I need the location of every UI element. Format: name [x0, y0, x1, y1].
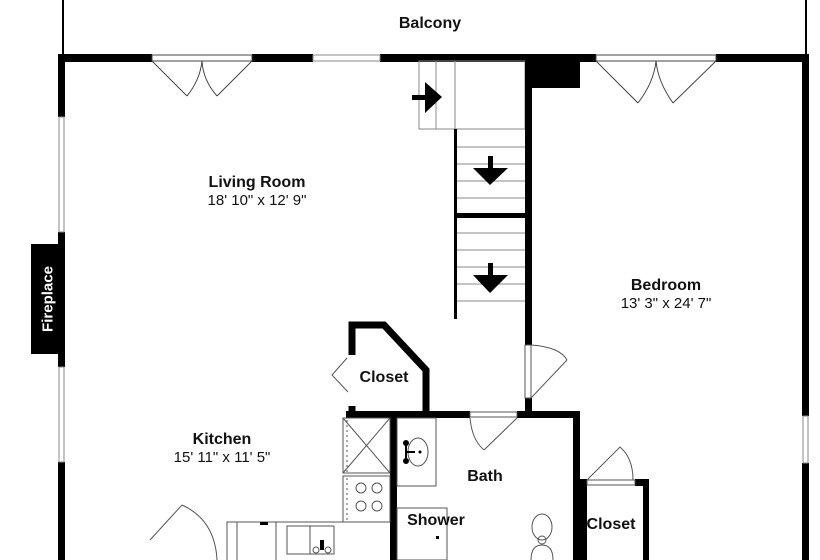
room-label-bath: Bath: [467, 468, 503, 485]
room-name: Living Room: [208, 174, 306, 191]
room-kitchen: Kitchen 15' 11" x 11' 5": [132, 430, 312, 467]
faucet-icon: [403, 440, 439, 539]
room-dimensions: 15' 11" x 11' 5": [173, 449, 271, 466]
room-name: Bedroom: [630, 277, 702, 294]
stair-arrow-down-icon: [473, 263, 508, 293]
room-bedroom: Bedroom 13' 3" x 24' 7": [576, 276, 756, 313]
bath-walls: [346, 411, 580, 560]
room-label-closet-hall: Closet: [359, 369, 409, 386]
room-label-shower: Shower: [407, 512, 465, 529]
bath-fixtures: [396, 417, 554, 560]
closet-hall-door: [331, 357, 349, 393]
stair-arrow-right-icon: [412, 82, 442, 113]
fireplace: Fireplace: [31, 244, 64, 354]
bedroom-wall: [525, 54, 532, 414]
room-name: Kitchen: [192, 431, 252, 448]
french-door-living: [151, 54, 253, 97]
room-label-closet-bedroom: Closet: [586, 516, 636, 533]
room-dimensions: 18' 10" x 12' 9": [207, 192, 307, 209]
balcony-outline: [62, 0, 807, 56]
bedroom-door: [524, 344, 568, 399]
windows: [58, 54, 809, 464]
room-dimensions: 13' 3" x 24' 7": [620, 295, 712, 312]
closet-bedroom-walls: [580, 479, 649, 560]
staircase: [412, 60, 526, 319]
kitchen-fixtures: [149, 417, 391, 560]
room-label-balcony: Balcony: [398, 15, 462, 32]
bath-door: [469, 411, 518, 451]
stair-arrow-down-icon: [473, 156, 508, 185]
kitchen-sink-icon: [260, 522, 332, 554]
closet-bedroom-door: [586, 446, 636, 486]
french-door-bedroom: [595, 54, 717, 104]
room-living-room: Living Room 18' 10" x 12' 9": [157, 173, 357, 210]
fireplace-label: Fireplace: [39, 266, 56, 332]
